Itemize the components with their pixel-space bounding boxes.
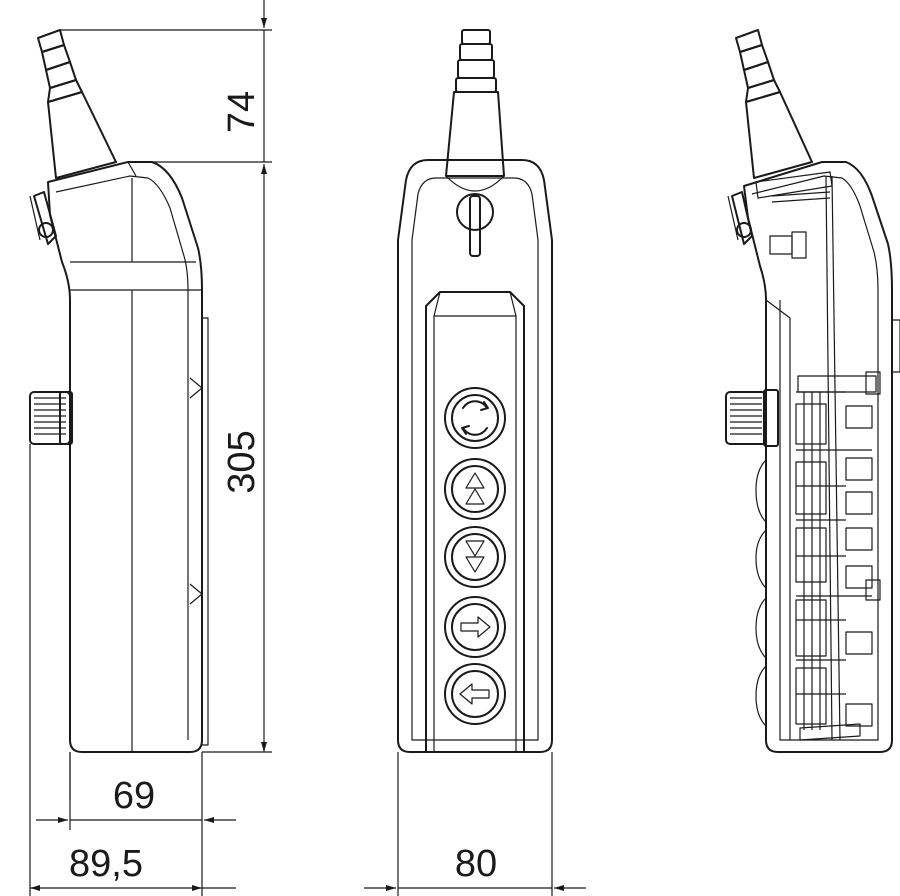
section-cable-gland — [735, 29, 813, 179]
section-housing — [743, 161, 893, 753]
section-knob — [725, 389, 779, 447]
double-up-arrow-icon — [465, 472, 485, 505]
front-housing — [397, 159, 553, 753]
dimension-69-label: 69 — [113, 775, 155, 817]
front-cable-gland — [445, 29, 505, 177]
front-key — [456, 193, 494, 257]
dimension-74: 74 — [60, 0, 272, 163]
dimension-89-5-label: 89,5 — [69, 843, 143, 885]
left-arrow-icon — [459, 683, 490, 705]
side-clip — [29, 191, 57, 245]
start-stop-button[interactable] — [444, 387, 506, 449]
dimension-69: 69 — [36, 752, 236, 830]
dimension-74-label: 74 — [221, 91, 263, 133]
section-view — [725, 29, 900, 753]
dimension-89-5: 89,5 — [29, 444, 236, 896]
side-view — [29, 29, 209, 800]
dimension-305: 305 — [202, 164, 272, 753]
section-clip — [727, 191, 753, 245]
right-arrow-icon — [460, 616, 491, 638]
dimension-305-label: 305 — [221, 430, 263, 493]
side-knob — [29, 391, 73, 445]
double-down-arrow-icon — [465, 540, 485, 573]
section-contact-blocks — [795, 371, 881, 741]
right-button[interactable] — [444, 596, 506, 658]
front-view — [397, 29, 553, 753]
down-button[interactable] — [444, 526, 506, 588]
side-upper-housing — [47, 161, 203, 753]
side-cable-gland — [37, 29, 117, 179]
dimension-80: 80 — [364, 752, 586, 896]
rotate-arrows-icon — [461, 400, 489, 436]
front-button-panel — [425, 291, 525, 753]
up-button[interactable] — [444, 458, 506, 520]
dimension-80-label: 80 — [455, 843, 497, 885]
left-button[interactable] — [444, 663, 506, 725]
